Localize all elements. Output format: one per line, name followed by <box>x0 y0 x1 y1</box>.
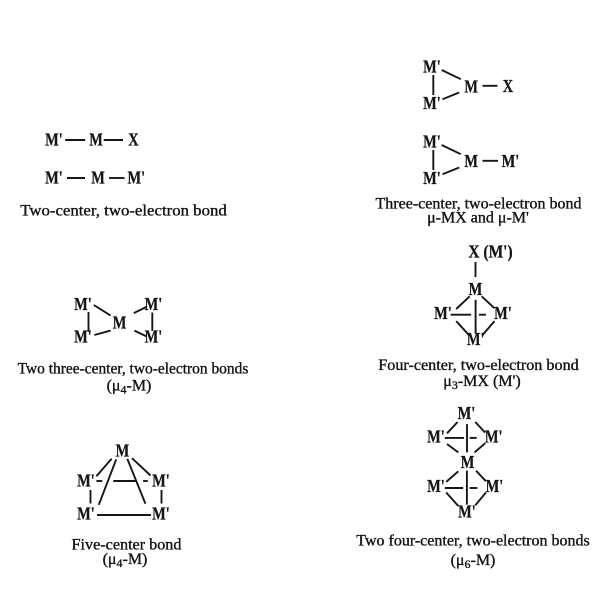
svg-text:M: M <box>89 131 103 150</box>
svg-text:M': M' <box>486 478 504 497</box>
svg-text:M': M' <box>145 328 163 347</box>
svg-text:Four-center, two-electron bond: Four-center, two-electron bond <box>378 357 578 374</box>
svg-text:M': M' <box>458 503 476 522</box>
svg-text:Five-center bond: Five-center bond <box>72 536 182 553</box>
svg-text:M: M <box>116 442 130 461</box>
svg-text:M': M' <box>74 296 92 315</box>
svg-text:M': M' <box>427 478 445 497</box>
svg-text:M': M' <box>423 58 441 77</box>
svg-text:M': M' <box>77 505 95 524</box>
svg-text:M': M' <box>45 131 63 150</box>
svg-text:M': M' <box>434 305 452 324</box>
svg-text:M: M <box>464 78 478 97</box>
svg-text:μ-MX and μ-M': μ-MX and μ-M' <box>427 210 529 227</box>
svg-text:Two four-center, two-electron: Two four-center, two-electron bonds <box>356 533 589 550</box>
svg-text:M': M' <box>485 428 503 447</box>
svg-text:M': M' <box>467 331 485 350</box>
svg-text:(μ4-M): (μ4-M) <box>103 551 148 570</box>
svg-text:M': M' <box>423 95 441 114</box>
svg-text:(μ4-M): (μ4-M) <box>107 378 152 397</box>
svg-text:M': M' <box>494 305 512 324</box>
svg-text:X: X <box>128 131 139 150</box>
svg-text:Two-center, two-electron bond: Two-center, two-electron bond <box>20 201 226 220</box>
svg-text:M: M <box>464 153 478 172</box>
svg-text:M': M' <box>458 405 476 424</box>
svg-text:M: M <box>469 281 483 300</box>
svg-text:Two three-center, two-electron: Two three-center, two-electron bonds <box>18 360 249 377</box>
svg-text:M': M' <box>152 505 170 524</box>
svg-text:M': M' <box>427 428 445 447</box>
svg-text:M: M <box>91 169 105 188</box>
svg-text:M': M' <box>423 133 441 152</box>
svg-text:X: X <box>503 78 514 97</box>
svg-text:M': M' <box>423 170 441 189</box>
svg-text:(μ6-M): (μ6-M) <box>451 552 496 571</box>
svg-text:M: M <box>461 454 475 473</box>
svg-text:M': M' <box>127 169 145 188</box>
svg-text:M': M' <box>74 328 92 347</box>
svg-text:X (M'): X (M') <box>468 242 512 262</box>
svg-text:μ3-MX (M'): μ3-MX (M') <box>443 373 520 392</box>
svg-text:M': M' <box>152 472 170 491</box>
svg-text:M': M' <box>502 153 520 172</box>
svg-text:Three-center, two-electron bon: Three-center, two-electron bond <box>376 195 582 212</box>
svg-text:M': M' <box>77 472 95 491</box>
svg-text:M: M <box>113 314 127 333</box>
svg-text:M': M' <box>45 169 63 188</box>
svg-text:M': M' <box>145 296 163 315</box>
